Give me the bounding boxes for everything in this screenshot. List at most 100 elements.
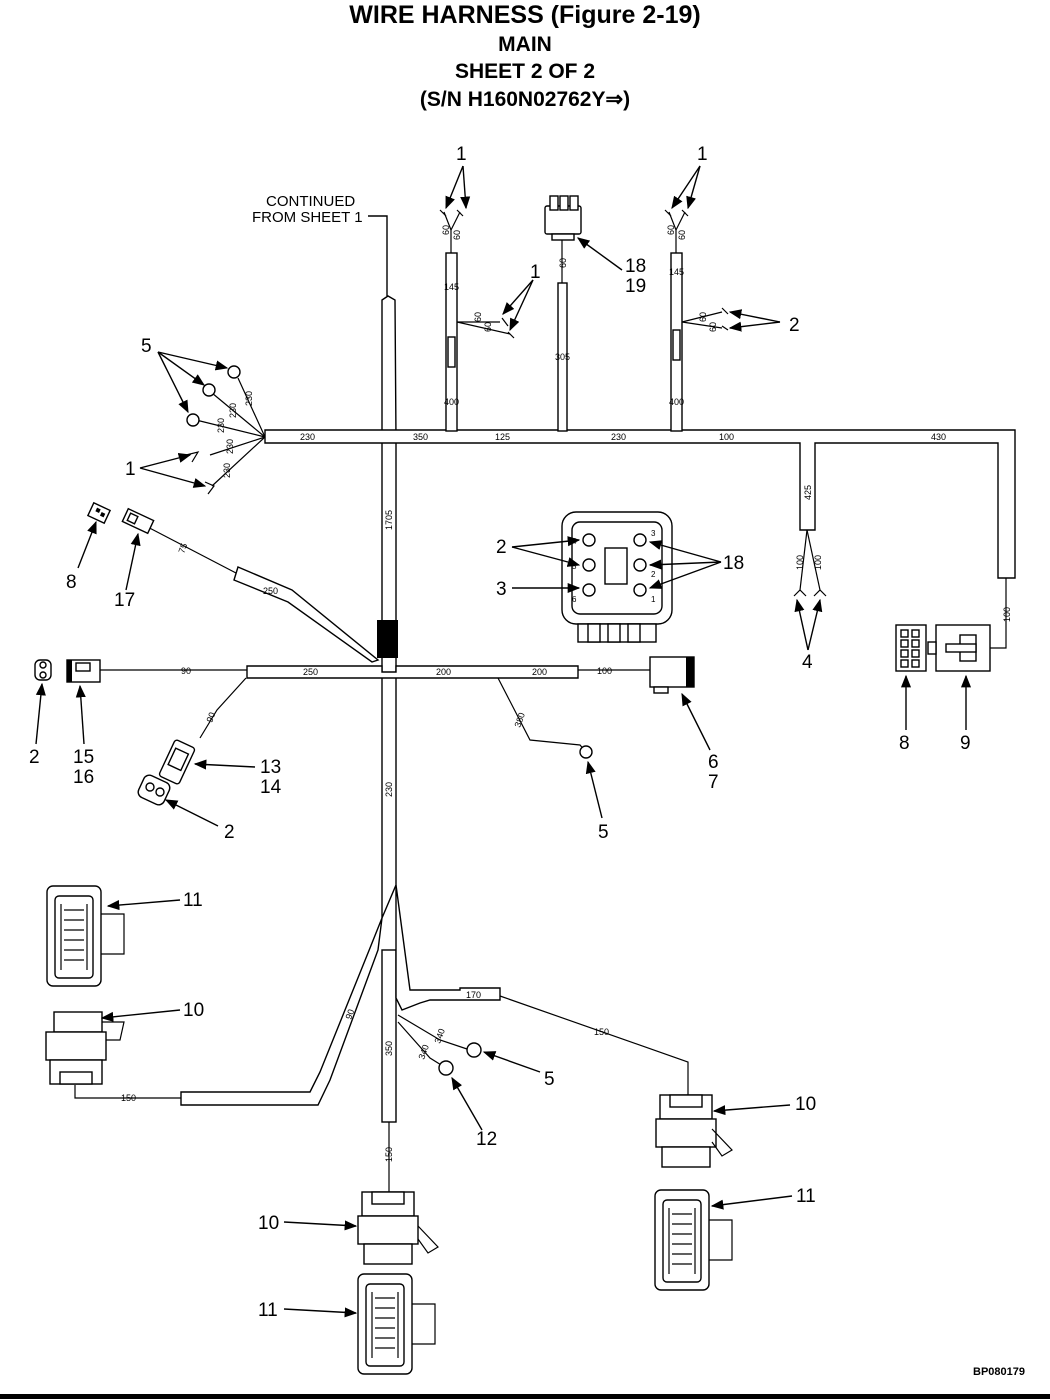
callout: 15 — [73, 747, 94, 768]
pin-label: 2 — [651, 570, 656, 579]
callout: 9 — [960, 733, 971, 754]
continued-note-line2: FROM SHEET 1 — [252, 209, 363, 226]
length-label: 145 — [669, 267, 684, 277]
length-label: 60 — [708, 322, 718, 332]
callout: 5 — [598, 822, 609, 843]
callout: 1 — [530, 262, 541, 283]
length-label: 430 — [931, 432, 946, 442]
length-label: 230 — [244, 391, 254, 406]
harness-name: MAIN — [498, 33, 552, 56]
callout: 7 — [708, 772, 719, 793]
length-labels: 1705 230 350 230 350 125 230 100 430 400… — [121, 225, 1012, 1162]
ring-terminal — [202, 383, 216, 397]
diagonal-branch — [233, 566, 380, 663]
length-label: 230 — [225, 439, 235, 454]
callout: 11 — [258, 1300, 278, 1321]
connector-plug-20pin — [45, 1011, 125, 1085]
connector-17 — [121, 507, 155, 535]
length-label: 230 — [611, 432, 626, 442]
callout: 10 — [258, 1213, 279, 1234]
pin-label: 1 — [651, 595, 656, 604]
receptacle-2-15 — [34, 659, 101, 683]
main-trunk — [381, 295, 397, 919]
length-label: 230 — [384, 782, 394, 797]
top-branch — [264, 429, 1016, 579]
ring-terminal — [579, 745, 593, 759]
length-label: 60 — [473, 312, 483, 322]
callout: 13 — [260, 757, 281, 778]
length-label: 400 — [669, 397, 684, 407]
ring-terminal — [466, 1042, 482, 1058]
callout: 11 — [796, 1186, 816, 1207]
splice-terminal — [185, 451, 200, 463]
junction-block — [377, 620, 398, 658]
length-label: 170 — [466, 990, 481, 1000]
ring-terminal — [186, 413, 200, 427]
connector-18-19 — [544, 195, 582, 241]
length-label: 100 — [1002, 607, 1012, 622]
lower-center-branch — [381, 949, 397, 1123]
serial-number: (S/N H160N02762Y⇒) — [419, 88, 631, 111]
length-label: 100 — [795, 555, 805, 570]
lower-right-branch — [395, 884, 501, 1011]
length-label: 200 — [436, 667, 451, 677]
length-label: 150 — [121, 1093, 136, 1103]
length-label: 350 — [384, 1041, 394, 1056]
length-label: 60 — [677, 230, 687, 240]
length-label: 100 — [813, 555, 823, 570]
length-label: 90 — [343, 1008, 356, 1021]
sheet-number: SHEET 2 OF 2 — [454, 60, 596, 83]
connector-13-14 — [137, 739, 196, 806]
splice-terminal — [204, 481, 215, 495]
breakout-wires — [74, 211, 1007, 1192]
length-label: 100 — [597, 666, 612, 676]
length-label: 380 — [512, 711, 527, 729]
sleeve-left — [447, 336, 456, 368]
length-label: 350 — [413, 432, 428, 442]
splice-terminal — [793, 589, 827, 597]
length-label: 250 — [303, 667, 318, 677]
length-label: 425 — [803, 485, 813, 500]
length-label: 230 — [216, 418, 226, 433]
length-label: 60 — [452, 230, 462, 240]
connector-face-20pin — [46, 885, 125, 987]
length-label: 60 — [666, 225, 676, 235]
length-label: 60 — [483, 322, 493, 332]
length-label: 400 — [444, 397, 459, 407]
callout-numbers: 1 1 1 1 18 19 2 5 2 18 3 4 8 17 8 9 2 15… — [29, 144, 971, 1321]
callout: 18 — [625, 256, 646, 277]
pin-label: 6 — [572, 595, 577, 604]
callout: 8 — [899, 733, 910, 754]
length-label: 100 — [719, 432, 734, 442]
length-label: 1705 — [384, 510, 394, 530]
splice-terminal — [439, 209, 464, 217]
callout: 2 — [224, 822, 235, 843]
length-label: 145 — [444, 282, 459, 292]
callout: 10 — [795, 1094, 816, 1115]
pin-label: 3 — [651, 529, 656, 538]
ring-terminal — [438, 1060, 454, 1076]
callout: 3 — [496, 579, 507, 600]
callout: 2 — [789, 315, 800, 336]
connector-face-6pin: 4 5 6 3 2 1 — [561, 511, 673, 643]
callout: 6 — [708, 752, 719, 773]
connector-face-20pin — [654, 1189, 733, 1291]
length-label: 340 — [416, 1043, 431, 1061]
length-label: 60 — [441, 225, 451, 235]
length-label: 60 — [558, 258, 568, 268]
length-label: 200 — [532, 667, 547, 677]
sleeve-right — [672, 329, 681, 361]
wire-terminals — [185, 209, 827, 1076]
callout: 1 — [125, 459, 136, 480]
leader-arrows — [35, 165, 972, 1318]
callout: 1 — [456, 144, 467, 165]
length-label: 230 — [222, 463, 232, 478]
drawing-code: BP080179 — [973, 1366, 1025, 1378]
bottom-rule — [0, 1394, 1050, 1399]
connector-8-9 — [895, 624, 991, 672]
callout: 18 — [723, 553, 744, 574]
callout: 1 — [697, 144, 708, 165]
callout: 4 — [802, 652, 813, 673]
callout: 5 — [544, 1069, 555, 1090]
